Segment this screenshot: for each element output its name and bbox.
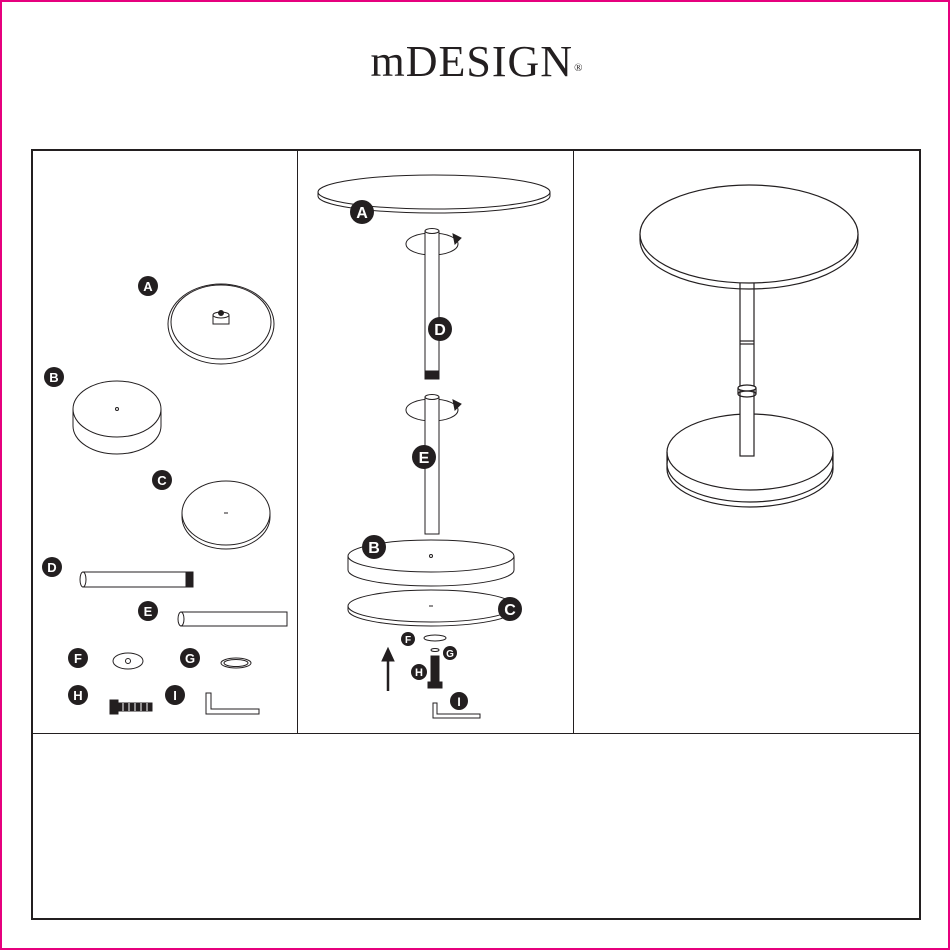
label-i: I — [173, 688, 177, 703]
step-label-d: D — [434, 322, 446, 339]
label-b: B — [49, 370, 58, 385]
part-labels: A B C D E F G H I — [42, 276, 200, 705]
assembly-tube-d — [425, 229, 439, 380]
insert-up-arrow-icon — [382, 648, 394, 691]
assembly-washer — [424, 635, 446, 641]
parts-illustration: A B C D E F G H I — [33, 151, 298, 733]
part-f-washer — [113, 653, 143, 669]
exploded-assembly-illustration: A D E B C F G H I — [298, 151, 574, 733]
part-e-tube — [178, 612, 287, 626]
assembly-bolt — [428, 656, 442, 688]
step-label-c: C — [504, 602, 516, 619]
part-g-ring — [221, 658, 251, 668]
assembled-tabletop — [640, 185, 858, 289]
step-label-f: F — [405, 635, 411, 646]
label-e: E — [144, 604, 153, 619]
part-d-tube — [80, 572, 193, 587]
assembled-result-panel — [574, 151, 921, 733]
assembly-steps-panel: A D E B C F G H I — [298, 151, 574, 733]
part-b-base — [73, 381, 161, 454]
part-c-plate — [182, 481, 270, 549]
instruction-frame: A B C D E F G H I — [31, 149, 921, 920]
instructions-notes-area — [33, 733, 919, 918]
parts-list-panel: A B C D E F G H I — [33, 151, 298, 733]
part-h-bolt — [110, 700, 152, 714]
step-label-e: E — [419, 450, 430, 467]
assembly-plate-c — [348, 590, 514, 626]
label-d: D — [47, 560, 56, 575]
registered-mark: ® — [574, 62, 583, 74]
step-label-a: A — [356, 205, 368, 222]
label-c: C — [157, 473, 167, 488]
label-h: H — [73, 688, 82, 703]
step-label-g: G — [446, 649, 454, 660]
label-g: G — [185, 651, 195, 666]
step-label-h: H — [415, 667, 423, 679]
assembly-ring — [431, 649, 439, 652]
assembled-pole — [738, 261, 756, 456]
part-i-allen-key — [206, 693, 259, 714]
label-f: F — [74, 651, 82, 666]
brand-name: mDESIGN — [371, 37, 574, 86]
step-label-i: I — [457, 695, 460, 709]
step-label-b: B — [368, 540, 380, 557]
brand-logo: mDESIGN® — [2, 32, 950, 92]
label-a: A — [143, 279, 153, 294]
part-a-tabletop — [168, 284, 274, 364]
assembled-table-illustration — [574, 151, 921, 733]
